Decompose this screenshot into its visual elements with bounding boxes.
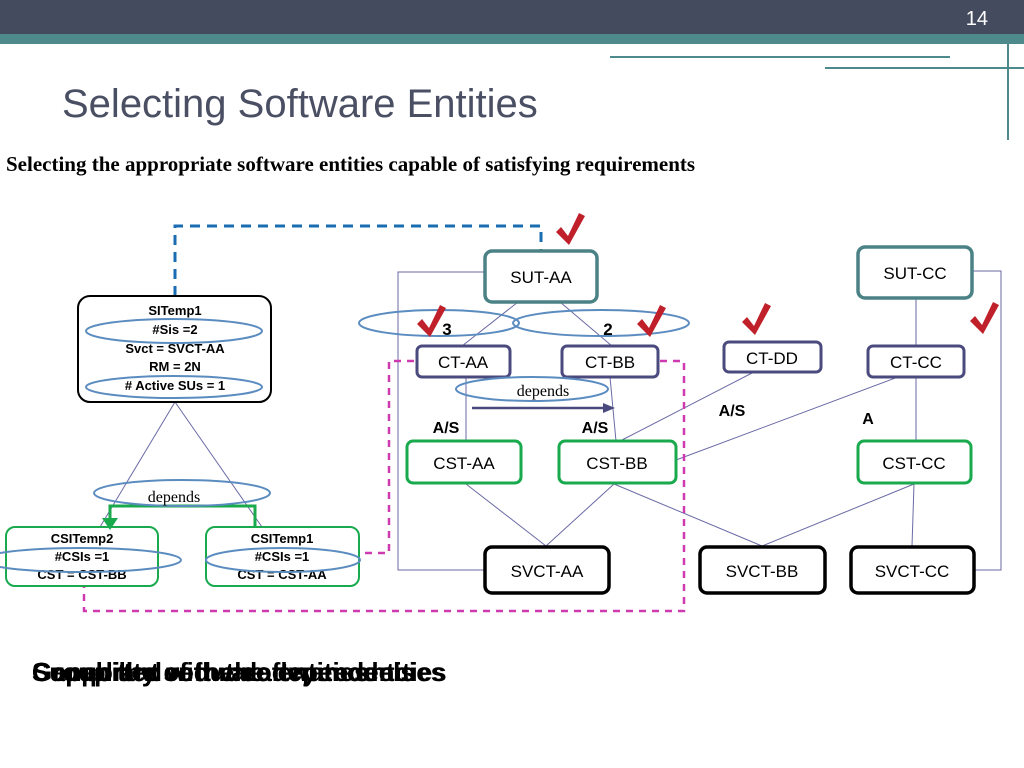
csitemp2-cst: CST = CST-BB [37, 567, 126, 582]
depends-label-left: depends [148, 489, 200, 506]
capacity-2: 2 [603, 320, 612, 339]
csitemp1-cst: CST = CST-AA [237, 567, 327, 582]
check-icon-ct-bb [637, 305, 666, 337]
ct-aa-label: CT-AA [438, 353, 489, 372]
sut-cc-box: SUT-CC [856, 245, 974, 300]
edge-sutaa-ctbb [559, 301, 613, 347]
depends-arrow [472, 403, 615, 413]
check-icon-sut-aa [556, 213, 585, 245]
slide-number: 14 [965, 8, 988, 30]
accent-bar [0, 34, 1024, 44]
ellipse-csis-2 [0, 547, 182, 573]
sitemp1-name: SITemp1 [148, 303, 201, 318]
cst-cc-box: CST-CC [856, 439, 973, 485]
header-decoration [610, 44, 1024, 140]
redundancy-label-ctdd: A/S [719, 403, 746, 420]
magenta-dashed-region [82, 359, 686, 613]
ct-aa-box: CT-AA [415, 344, 512, 379]
edge-cstaa-svctaa [465, 483, 547, 547]
csitemp2-box: CSITemp2 #CSIs =1 CST = CST-BB [5, 526, 159, 587]
edge-ctcc-cstbb [675, 376, 899, 461]
cst-bb-box: CST-BB [557, 439, 678, 485]
slide-title: Selecting Software Entities [62, 82, 538, 126]
ellipse-num-2 [512, 309, 690, 337]
sitemp1-active-sus: # Active SUs = 1 [125, 378, 225, 393]
csitemp1-csis: #CSIs =1 [255, 549, 310, 564]
sitemp1-rm: RM = 2N [149, 359, 201, 374]
connection-lines [99, 270, 1002, 571]
ct-cc-box: CT-CC [866, 344, 966, 379]
svct-aa-box: SVCT-AA [483, 545, 611, 595]
ellipse-csis-1 [205, 547, 361, 573]
redundancy-label-ctbb: A/S [582, 420, 609, 437]
sitemp1-sis: #Sis =2 [152, 322, 197, 337]
check-icon-ct-aa [417, 305, 446, 337]
check-marks [417, 213, 999, 337]
ct-bb-box: CT-BB [560, 344, 660, 379]
capacity-3: 3 [442, 320, 451, 339]
ct-cc-label: CT-CC [890, 353, 942, 372]
ellipse-depends-top [455, 376, 609, 402]
svct-cc-box: SVCT-CC [849, 545, 976, 595]
depends-label-top: depends [517, 383, 569, 400]
top-bar [0, 0, 1024, 34]
cst-bb-label: CST-BB [586, 454, 647, 473]
edge-ctdd-cstbb [619, 371, 755, 442]
csitemp2-name: CSITemp2 [51, 531, 114, 546]
csitemp2-csis: #CSIs =1 [55, 549, 110, 564]
ellipse-depends-left [93, 479, 271, 507]
csitemp1-box: CSITemp1 #CSIs =1 CST = CST-AA [205, 526, 360, 587]
edge-sutaa-svctaa [397, 271, 485, 571]
edge-sutcc-svctcc [973, 270, 1002, 571]
edge-cstcc-svctcc [911, 483, 915, 547]
edge-sitemp-csitemp1 [174, 401, 263, 528]
edge-sutaa-ctaa [461, 301, 519, 347]
slide-subtitle: Selecting the appropriate software entit… [6, 152, 696, 176]
highlight-ellipses [0, 309, 690, 573]
ct-dd-box: CT-DD [722, 340, 823, 374]
caption-3: Compliant with the dependencies [32, 657, 446, 687]
ct-dd-label: CT-DD [746, 349, 798, 368]
blue-dashed-link [173, 224, 543, 296]
svct-bb-label: SVCT-BB [726, 562, 799, 581]
ellipse-active-sus [85, 375, 263, 399]
cst-aa-box: CST-AA [405, 439, 523, 485]
check-icon-ct-cc [970, 302, 999, 334]
caption-2: Supported redundancy models [32, 657, 415, 687]
sut-aa-label: SUT-AA [510, 268, 572, 287]
check-icon-ct-dd [742, 303, 771, 335]
csitemp1-name: CSITemp1 [251, 531, 314, 546]
svct-aa-label: SVCT-AA [511, 562, 584, 581]
redundancy-label-ctaa: A/S [433, 420, 460, 437]
sitemp1-box: SITemp1 #Sis =2 Svct = SVCT-AA RM = 2N #… [77, 295, 272, 403]
redundancy-label-ctcc: A [862, 411, 874, 428]
edge-cstbb-svctaa [545, 483, 615, 547]
cst-aa-label: CST-AA [433, 454, 495, 473]
edge-cstcc-svctbb [761, 483, 915, 547]
edge-ctbb-cstbb [609, 376, 617, 442]
sut-cc-label: SUT-CC [883, 264, 946, 283]
cst-cc-label: CST-CC [882, 454, 945, 473]
sut-aa-box: SUT-AA [483, 249, 599, 304]
caption-1: Capability of the software entities [32, 657, 447, 687]
caption-4: Group the software entities [32, 657, 369, 687]
edge-cstbb-svctbb [613, 483, 763, 547]
sitemp1-svct: Svct = SVCT-AA [125, 341, 225, 356]
svct-bb-box: SVCT-BB [698, 545, 827, 595]
ct-bb-label: CT-BB [585, 353, 635, 372]
svct-cc-label: SVCT-CC [875, 562, 950, 581]
ellipse-sis [85, 318, 263, 344]
